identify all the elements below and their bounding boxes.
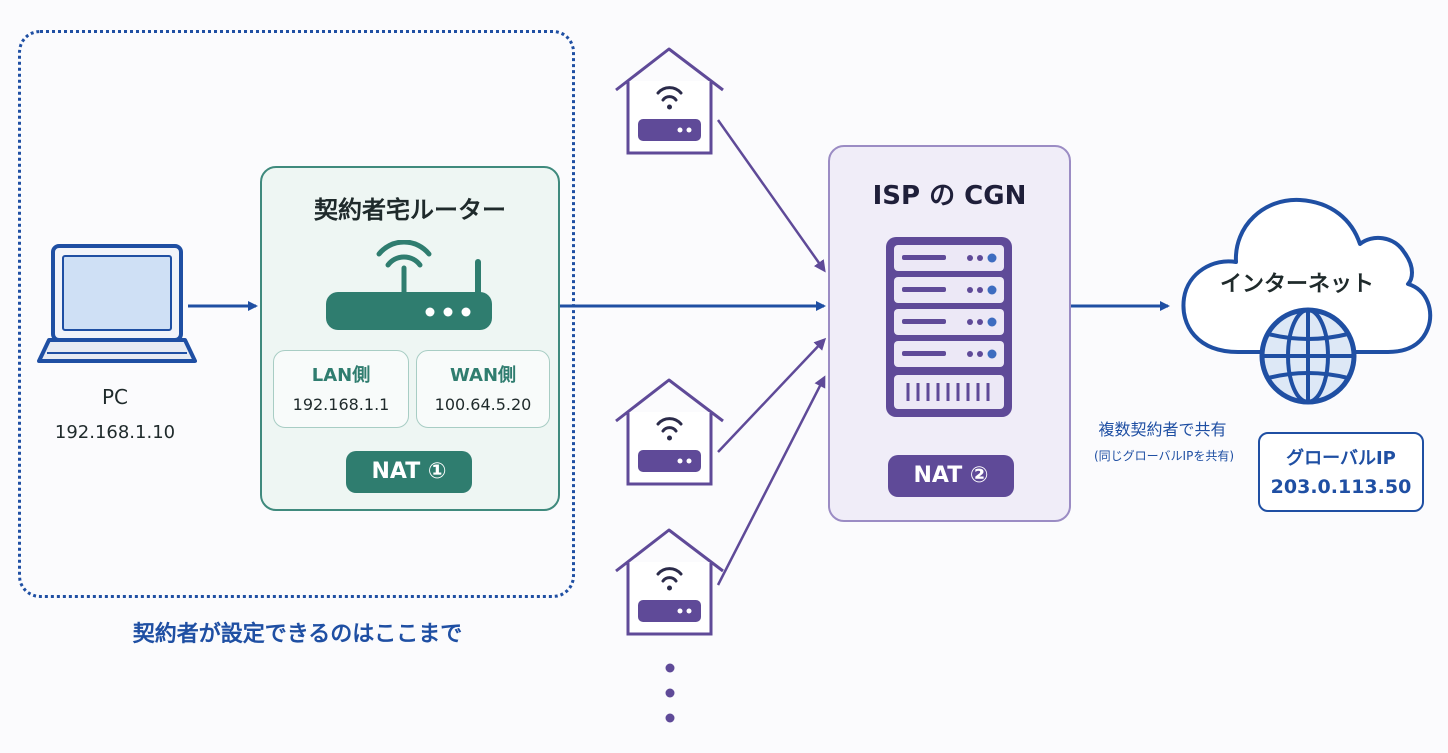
cloud-icon — [1181, 197, 1433, 354]
shared-subnote: (同じグローバルIPを共有) — [1093, 449, 1235, 463]
wan-ip: 100.64.5.20 — [434, 395, 532, 414]
house-icon — [615, 378, 724, 486]
arrow-house-1-cgn — [716, 119, 826, 273]
more-dots-icon — [665, 663, 675, 723]
router-icon — [326, 240, 492, 330]
pc-label: PC — [101, 385, 129, 409]
global-ip-title: グローバルIP — [1286, 448, 1396, 469]
laptop-icon — [37, 244, 197, 363]
wan-side-box: WAN側 100.64.5.20 — [416, 350, 550, 428]
wan-title: WAN側 — [449, 365, 517, 386]
global-ip-box: グローバルIP 203.0.113.50 — [1258, 432, 1424, 512]
user-configurable-zone — [18, 30, 575, 598]
pc-ip: 192.168.1.10 — [54, 422, 176, 443]
nat1-badge: NAT ① — [346, 451, 472, 493]
lan-ip: 192.168.1.1 — [292, 395, 390, 414]
house-icon — [615, 528, 724, 636]
nat2-badge: NAT ② — [888, 455, 1014, 497]
cgn-title: ISP の CGN — [872, 181, 1027, 211]
arrow-house-2-cgn — [717, 337, 827, 453]
lan-side-box: LAN側 192.168.1.1 — [273, 350, 409, 428]
lan-title: LAN側 — [311, 365, 371, 386]
arrow-house-3-cgn — [716, 375, 826, 586]
server-rack-icon — [886, 237, 1012, 417]
internet-label: インターネット — [1219, 272, 1374, 297]
house-icon — [615, 47, 724, 155]
global-ip-value: 203.0.113.50 — [1270, 476, 1412, 498]
router-title: 契約者宅ルーター — [314, 196, 506, 224]
zone-label: 契約者が設定できるのはここまで — [132, 622, 463, 647]
shared-note: 複数契約者で共有 — [1098, 420, 1227, 439]
globe-icon — [1259, 307, 1357, 405]
